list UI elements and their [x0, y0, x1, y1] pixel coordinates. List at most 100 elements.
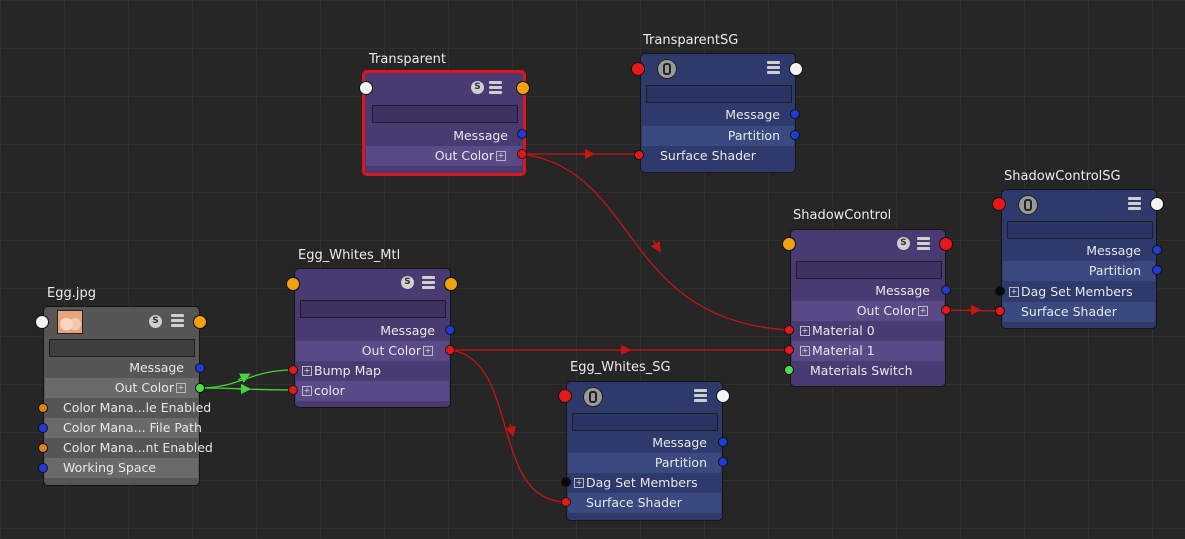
port-message[interactable] — [195, 363, 205, 373]
port-out-color[interactable] — [195, 383, 205, 393]
node-header[interactable]: S — [295, 269, 450, 299]
port-message[interactable] — [445, 325, 455, 335]
input-port[interactable] — [631, 62, 645, 76]
output-port[interactable] — [1150, 197, 1164, 211]
attr-row-materials-switch[interactable]: Materials Switch — [792, 361, 944, 381]
expand-icon[interactable]: + — [302, 365, 312, 376]
node-shadowcontrolsg[interactable]: Message Partition +Dag Set Members Surfa… — [1001, 189, 1157, 329]
port-bump-map[interactable] — [288, 365, 298, 375]
attr-row-out-color[interactable]: Out Color+ — [296, 341, 449, 361]
port-message[interactable] — [517, 129, 527, 139]
port-out-color[interactable] — [445, 345, 455, 355]
output-port[interactable] — [716, 389, 730, 403]
attr-row-message[interactable]: Message — [296, 321, 449, 341]
attr-row-surface-shader[interactable]: Surface Shader — [1003, 302, 1155, 322]
port-surface-shader[interactable] — [634, 150, 644, 160]
port-material-0[interactable] — [784, 325, 794, 335]
attr-row-out-color[interactable]: Out Color+ — [45, 378, 198, 398]
node-title-egg-jpg[interactable]: Egg.jpg — [47, 286, 96, 301]
input-port[interactable] — [992, 197, 1006, 211]
attribute-stack-icon[interactable] — [171, 314, 184, 327]
node-shadowcontrol[interactable]: S Message Out Color+ +Material 0 +Materi… — [790, 229, 946, 387]
output-port[interactable] — [789, 62, 803, 76]
attr-row-color-management-file-path[interactable]: Color Mana... File Path — [45, 418, 202, 438]
input-port[interactable] — [286, 277, 300, 291]
attribute-stack-icon[interactable] — [422, 276, 435, 289]
input-port[interactable] — [359, 81, 373, 95]
attr-row-material-1[interactable]: +Material 1 — [792, 341, 944, 361]
port-message[interactable] — [1152, 245, 1162, 255]
output-port[interactable] — [193, 315, 207, 329]
attr-row-out-color[interactable]: Out Color+ — [792, 301, 944, 321]
attr-row-working-space[interactable]: Working Space — [45, 458, 198, 478]
output-port[interactable] — [939, 237, 953, 251]
node-title-transparent[interactable]: Transparent — [369, 52, 446, 67]
port-message[interactable] — [941, 285, 951, 295]
node-title-shadowcontrolsg[interactable]: ShadowControlSG — [1004, 169, 1121, 184]
attr-row-message[interactable]: Message — [792, 281, 944, 301]
node-egg-jpg[interactable]: S Message Out Color+ Color Mana...le Ena… — [43, 306, 213, 486]
node-header[interactable] — [641, 54, 795, 84]
expand-icon[interactable]: + — [302, 385, 312, 396]
node-header[interactable] — [1002, 190, 1156, 220]
attr-row-surface-shader[interactable]: Surface Shader — [568, 493, 721, 513]
expand-icon[interactable]: + — [423, 345, 433, 356]
node-egg-whites-sg[interactable]: Message Partition +Dag Set Members Surfa… — [566, 381, 723, 521]
attr-row-dag-set-members[interactable]: +Dag Set Members — [1003, 282, 1155, 302]
node-title-shadowcontrol[interactable]: ShadowControl — [793, 208, 892, 223]
node-egg-whites-mtl[interactable]: S Message Out Color+ +Bump Map +color — [294, 268, 451, 408]
node-transparent[interactable]: S Message Out Color+ — [362, 70, 526, 176]
port-materials-switch[interactable] — [784, 365, 794, 375]
port-message[interactable] — [718, 437, 728, 447]
expand-icon[interactable]: + — [800, 345, 810, 356]
port-color-management-config-enabled[interactable] — [38, 443, 48, 453]
shader-s-icon[interactable]: S — [897, 237, 910, 250]
node-header[interactable]: S — [44, 307, 199, 337]
port-surface-shader[interactable] — [995, 306, 1005, 316]
attribute-stack-icon[interactable] — [694, 389, 707, 402]
attr-row-message[interactable]: Message — [1003, 241, 1155, 261]
port-dag-set-members[interactable] — [561, 477, 571, 487]
attr-row-color-management-config-enabled[interactable]: Color Mana...nt Enabled — [45, 438, 213, 458]
expand-icon[interactable]: + — [800, 325, 810, 336]
attr-row-partition[interactable]: Partition — [568, 453, 721, 473]
output-port[interactable] — [444, 277, 458, 291]
input-port[interactable] — [35, 315, 49, 329]
input-port[interactable] — [782, 237, 796, 251]
port-dag-set-members[interactable] — [995, 286, 1005, 296]
attr-row-message[interactable]: Message — [45, 358, 198, 378]
node-title-egg-whites-mtl[interactable]: Egg_Whites_Mtl — [298, 248, 401, 263]
node-header[interactable] — [567, 382, 722, 412]
node-transparentsg[interactable]: Message Partition Surface Shader — [640, 53, 796, 173]
port-surface-shader[interactable] — [561, 497, 571, 507]
port-out-color[interactable] — [941, 305, 951, 315]
node-header[interactable]: S — [791, 230, 945, 260]
port-color[interactable] — [288, 385, 298, 395]
attr-row-message[interactable]: Message — [568, 433, 721, 453]
attribute-stack-icon[interactable] — [489, 81, 502, 94]
attr-row-color[interactable]: +color — [296, 381, 449, 401]
shader-s-icon[interactable]: S — [149, 315, 162, 328]
port-partition[interactable] — [1152, 265, 1162, 275]
attribute-stack-icon[interactable] — [917, 237, 930, 250]
port-color-management-enabled[interactable] — [38, 403, 48, 413]
expand-icon[interactable]: + — [1009, 286, 1019, 297]
port-partition[interactable] — [790, 130, 800, 140]
expand-icon[interactable]: + — [574, 477, 584, 488]
input-port[interactable] — [558, 389, 572, 403]
shader-s-icon[interactable]: S — [401, 276, 414, 289]
port-material-1[interactable] — [784, 345, 794, 355]
expand-icon[interactable]: + — [918, 305, 928, 316]
attr-row-color-management-enabled[interactable]: Color Mana...le Enabled — [45, 398, 211, 418]
attr-row-message[interactable]: Message — [642, 105, 794, 125]
node-header[interactable]: S — [365, 73, 523, 103]
port-out-color[interactable] — [517, 149, 527, 159]
port-message[interactable] — [790, 109, 800, 119]
attr-row-partition[interactable]: Partition — [1003, 261, 1155, 281]
node-title-transparentsg[interactable]: TransparentSG — [643, 33, 739, 48]
attr-row-partition[interactable]: Partition — [642, 126, 794, 146]
attribute-stack-icon[interactable] — [767, 61, 780, 74]
attr-row-dag-set-members[interactable]: +Dag Set Members — [568, 473, 721, 493]
attr-row-material-0[interactable]: +Material 0 — [792, 321, 944, 341]
